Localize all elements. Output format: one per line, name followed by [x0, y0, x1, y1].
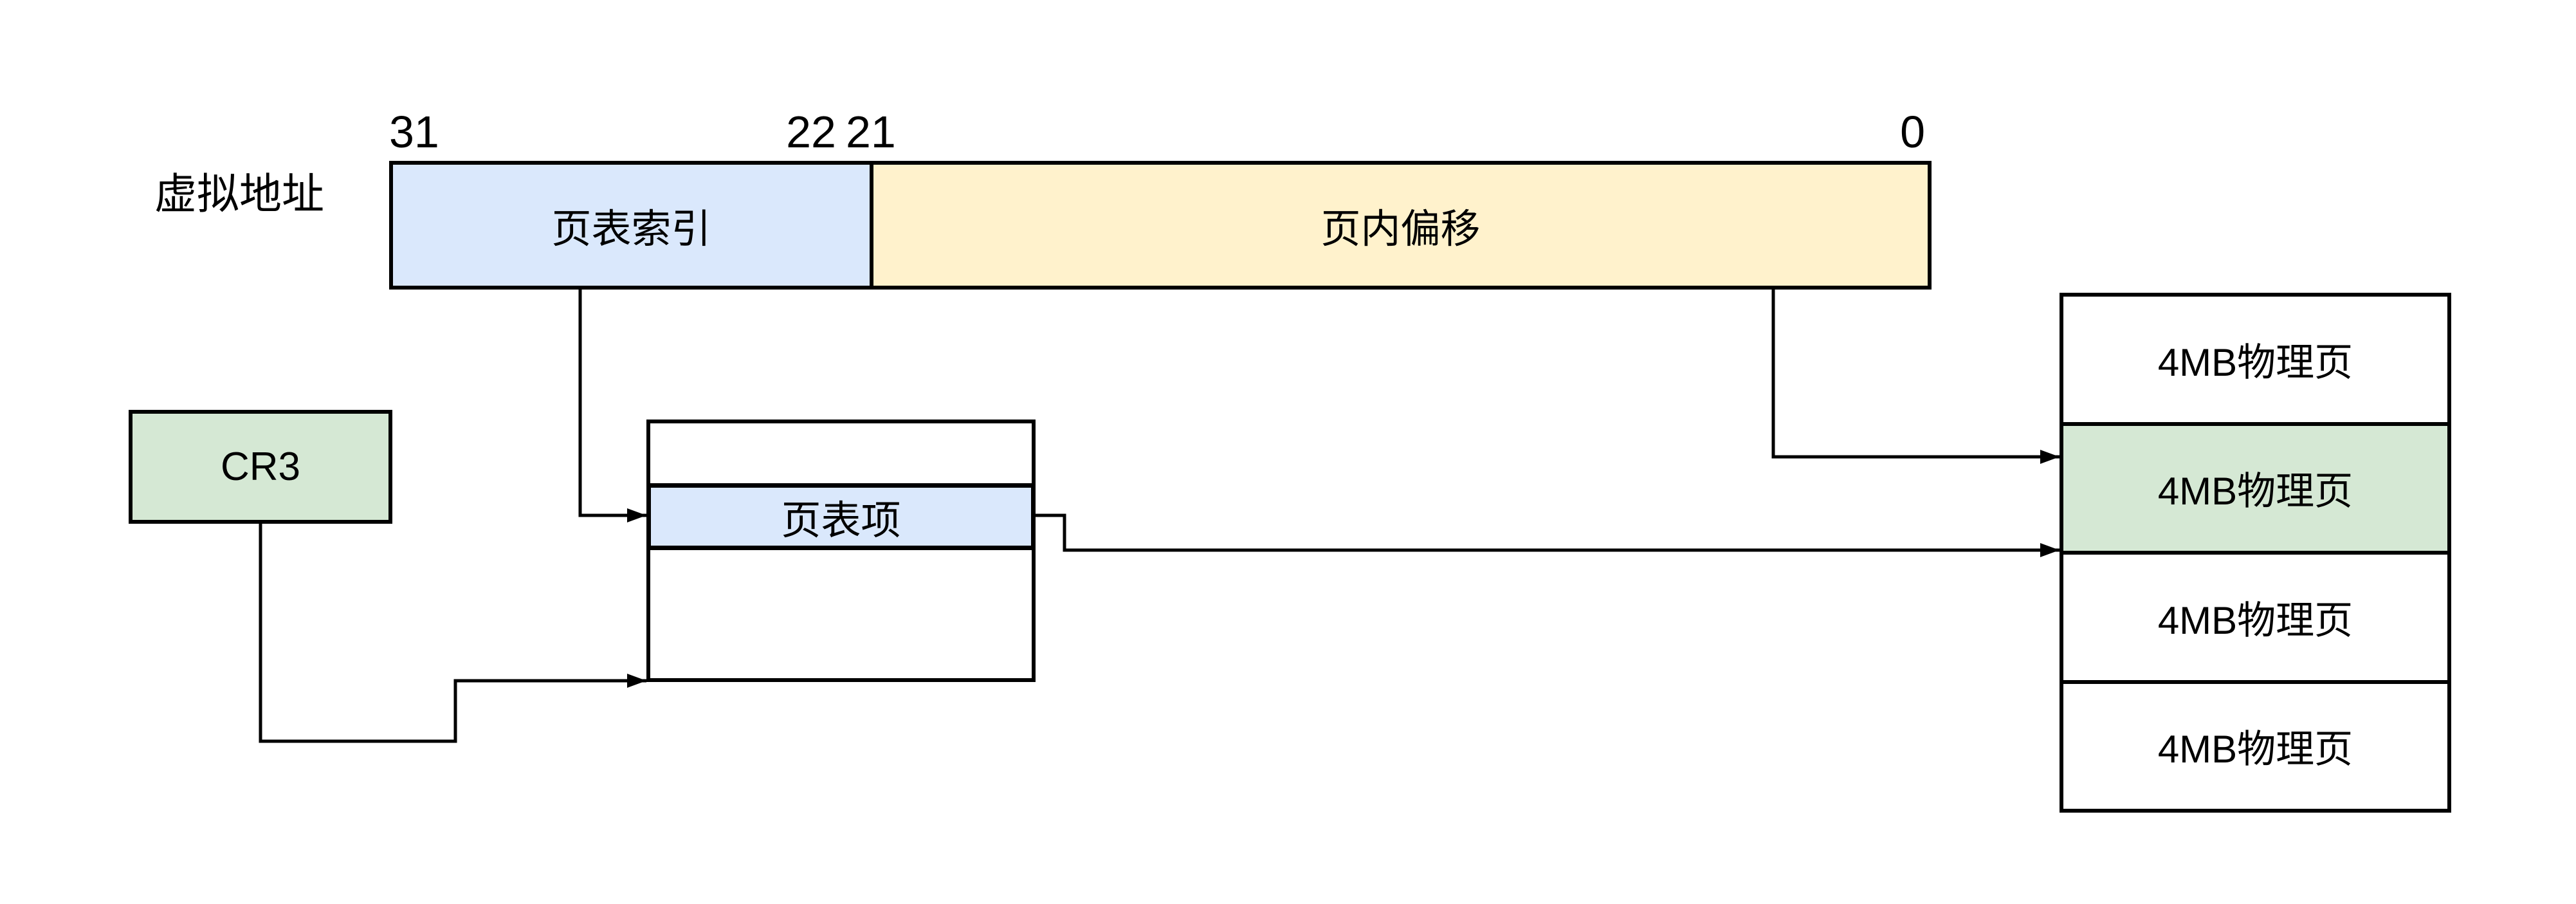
physical-page-row-1-label: 4MB物理页: [2157, 340, 2353, 384]
cr3-to-table-arrow: [259, 524, 646, 743]
bit-label-0: 0: [1900, 107, 1925, 157]
physical-page-row-1: 4MB物理页: [2063, 297, 2447, 422]
physical-page-row-3-label: 4MB物理页: [2157, 598, 2353, 642]
index-to-entry-arrow: [578, 290, 646, 522]
entry-to-page-arrow: [1036, 513, 2060, 557]
page-table-entry-label: 页表项: [781, 499, 901, 543]
bit-label-21: 21: [846, 107, 896, 157]
page-table-entry-row: 页表项: [646, 483, 1036, 550]
physical-pages-column: 4MB物理页 4MB物理页 4MB物理页 4MB物理页: [2060, 293, 2451, 813]
virtual-address-label: 虚拟地址: [154, 170, 324, 217]
virtual-address-box: 页表索引 页内偏移: [389, 161, 1932, 290]
cr3-register-box: CR3: [129, 410, 392, 524]
physical-page-row-2-label: 4MB物理页: [2157, 470, 2353, 513]
page-offset-field: 页内偏移: [873, 165, 1928, 286]
bit-label-22: 22: [786, 107, 836, 157]
physical-page-row-4-label: 4MB物理页: [2157, 728, 2353, 771]
offset-to-page-arrow: [1771, 290, 2060, 464]
physical-page-row-2-highlighted: 4MB物理页: [2063, 421, 2447, 551]
page-table-box: 页表项: [646, 420, 1036, 682]
page-table-index-field: 页表索引: [393, 165, 873, 286]
bit-label-31: 31: [389, 107, 439, 157]
physical-page-row-3: 4MB物理页: [2063, 551, 2447, 680]
page-table-index-field-label: 页表索引: [551, 207, 711, 252]
page-offset-field-label: 页内偏移: [1320, 207, 1481, 252]
cr3-register-label: CR3: [220, 445, 301, 489]
physical-page-row-4: 4MB物理页: [2063, 679, 2447, 809]
